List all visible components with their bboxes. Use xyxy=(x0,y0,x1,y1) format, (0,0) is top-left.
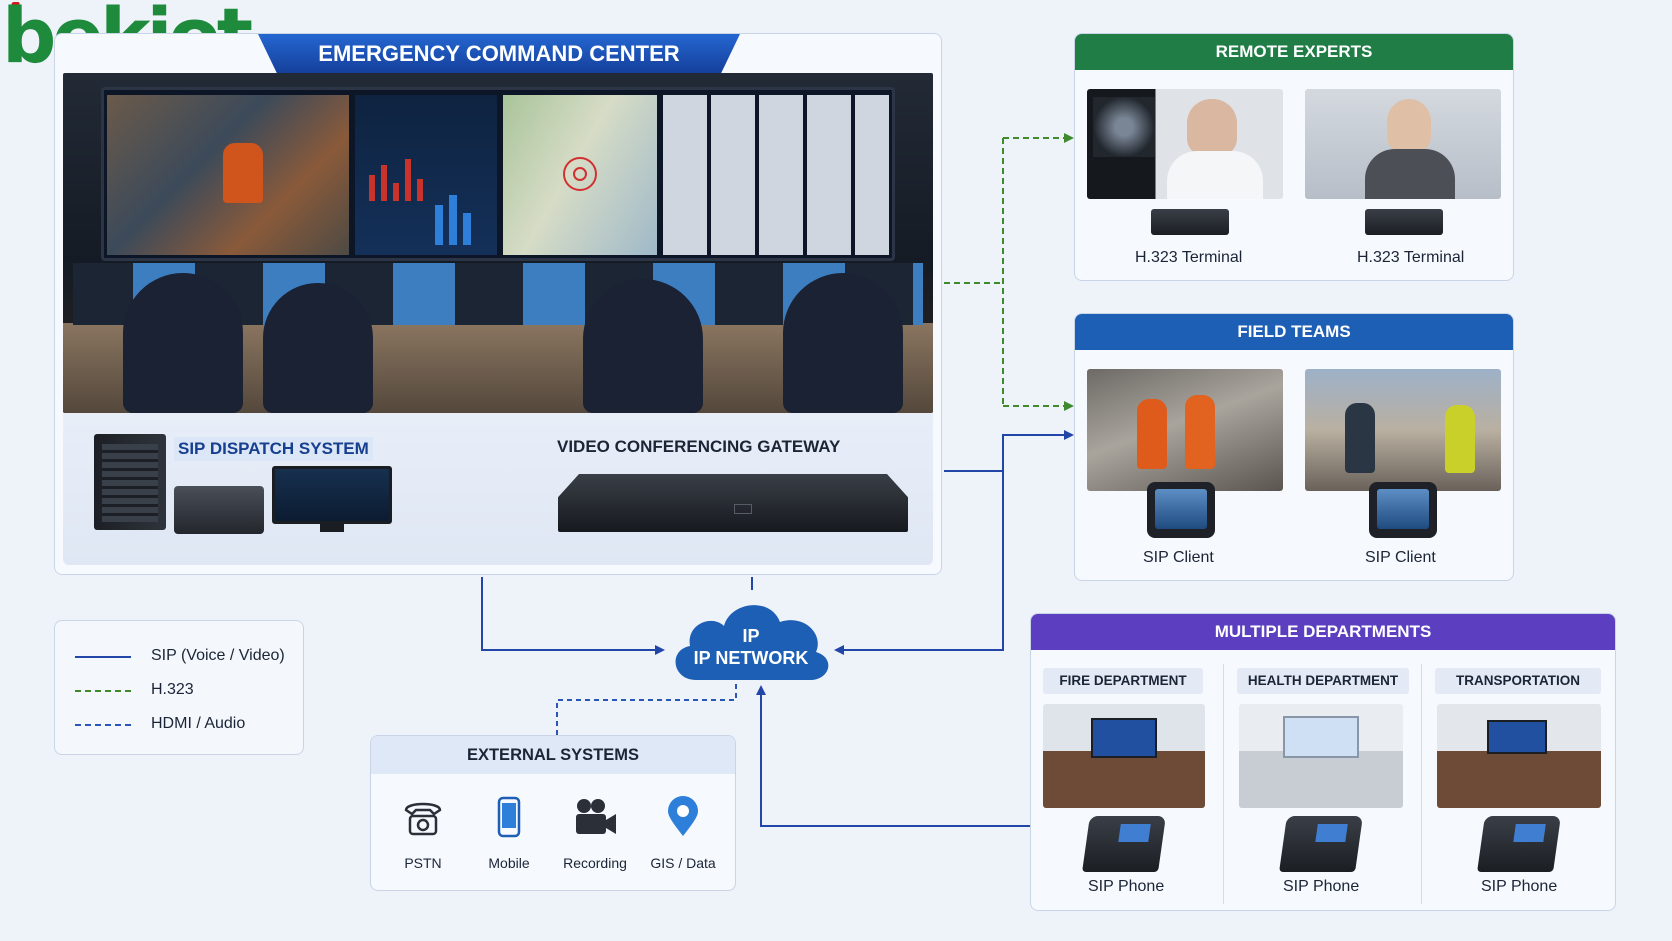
department-divider-1 xyxy=(1223,664,1224,904)
sip-phone-fire-label: SIP Phone xyxy=(1088,878,1165,895)
map-pin-icon xyxy=(668,796,698,836)
sip-dispatch-label: SIP DISPATCH SYSTEM xyxy=(174,437,373,461)
department-fire-room-photo xyxy=(1043,704,1205,808)
dispatch-console xyxy=(174,486,264,534)
wall-feed-map xyxy=(503,95,657,255)
external-item-gis: GIS / Data xyxy=(643,796,723,871)
departments-header: MULTIPLE DEPARTMENTS xyxy=(1031,614,1615,650)
command-center-title-banner xyxy=(258,34,740,74)
command-center-title: EMERGENCY COMMAND CENTER xyxy=(318,41,680,66)
wall-feed-video-grid xyxy=(663,95,889,255)
wall-feed-charts xyxy=(355,95,497,255)
operator-3 xyxy=(583,279,703,413)
legend-item-h323: H.323 xyxy=(75,681,194,699)
remote-experts-header: REMOTE EXPERTS xyxy=(1075,34,1513,70)
sip-phone-transportation-label: SIP Phone xyxy=(1481,878,1558,895)
external-item-recording: Recording xyxy=(555,796,635,871)
legend-panel: SIP (Voice / Video) H.323 HDMI / Audio xyxy=(54,620,304,755)
external-item-pstn: PSTN xyxy=(383,796,463,871)
wall-feed-responder xyxy=(223,143,263,203)
external-systems-header-bg xyxy=(371,736,735,774)
command-room-photo xyxy=(63,73,933,413)
sip-client-label-right: SIP Client xyxy=(1365,549,1436,566)
sip-client-tablet-left xyxy=(1147,482,1215,538)
ip-network-line2: IP NETWORK xyxy=(693,648,809,668)
legend-item-sip: SIP (Voice / Video) xyxy=(75,647,285,665)
department-transportation-name: TRANSPORTATION xyxy=(1435,668,1601,694)
video-gateway-device xyxy=(558,474,908,532)
mobile-phone-icon xyxy=(497,796,521,838)
h323-terminal-device-left xyxy=(1151,209,1229,235)
monitor-stand xyxy=(320,524,344,532)
departments-panel: MULTIPLE DEPARTMENTS FIRE DEPARTMENT SIP… xyxy=(1030,613,1616,911)
field-teams-panel: FIELD TEAMS SIP Client SIP Client xyxy=(1074,313,1514,581)
operator-1 xyxy=(123,273,243,413)
sip-phone-health xyxy=(1279,816,1363,872)
department-divider-2 xyxy=(1421,664,1422,904)
legend-item-hdmi: HDMI / Audio xyxy=(75,715,245,733)
operator-2 xyxy=(263,283,373,413)
video-gateway-label: VIDEO CONFERENCING GATEWAY xyxy=(557,437,841,456)
sip-phone-health-label: SIP Phone xyxy=(1283,878,1360,895)
legend-line-solid xyxy=(75,656,131,658)
department-transportation-room-photo xyxy=(1437,704,1601,808)
legend-line-blue-dashed xyxy=(75,724,131,726)
operator-4 xyxy=(783,273,903,413)
field-rescue-photo-right xyxy=(1305,369,1501,491)
department-fire-name: FIRE DEPARTMENT xyxy=(1043,668,1203,694)
department-health-room-photo xyxy=(1239,704,1403,808)
server-rack xyxy=(94,434,166,530)
h323-terminal-label-left: H.323 Terminal xyxy=(1135,249,1243,266)
h323-terminal-device-right xyxy=(1365,209,1443,235)
h323-terminal-label-right: H.323 Terminal xyxy=(1357,249,1465,266)
video-camera-icon xyxy=(576,799,616,834)
external-item-mobile: Mobile xyxy=(469,796,549,871)
cloud-icon xyxy=(675,605,829,680)
telephone-icon xyxy=(404,802,442,836)
remote-experts-panel: REMOTE EXPERTS H.323 Terminal H.323 Term… xyxy=(1074,33,1514,281)
ip-network-cloud: IP IP NETWORK xyxy=(666,588,836,688)
expert-consultant-video xyxy=(1305,89,1501,199)
field-teams-header: FIELD TEAMS xyxy=(1075,314,1513,350)
external-systems-panel: EXTERNAL SYSTEMS PSTN Mobile Recording G… xyxy=(370,735,736,891)
department-health-name: HEALTH DEPARTMENT xyxy=(1237,668,1409,694)
field-rescue-photo-left xyxy=(1087,369,1283,491)
dispatch-monitor xyxy=(272,466,392,524)
sip-phone-transportation xyxy=(1477,816,1561,872)
sip-client-label-left: SIP Client xyxy=(1143,549,1214,566)
legend-line-green-dashed xyxy=(75,690,131,692)
external-systems-title: EXTERNAL SYSTEMS xyxy=(466,746,640,764)
expert-doctor-video xyxy=(1087,89,1283,199)
sip-client-tablet-right xyxy=(1369,482,1437,538)
ip-network-line1: IP xyxy=(742,626,760,646)
sip-phone-fire xyxy=(1082,816,1166,872)
